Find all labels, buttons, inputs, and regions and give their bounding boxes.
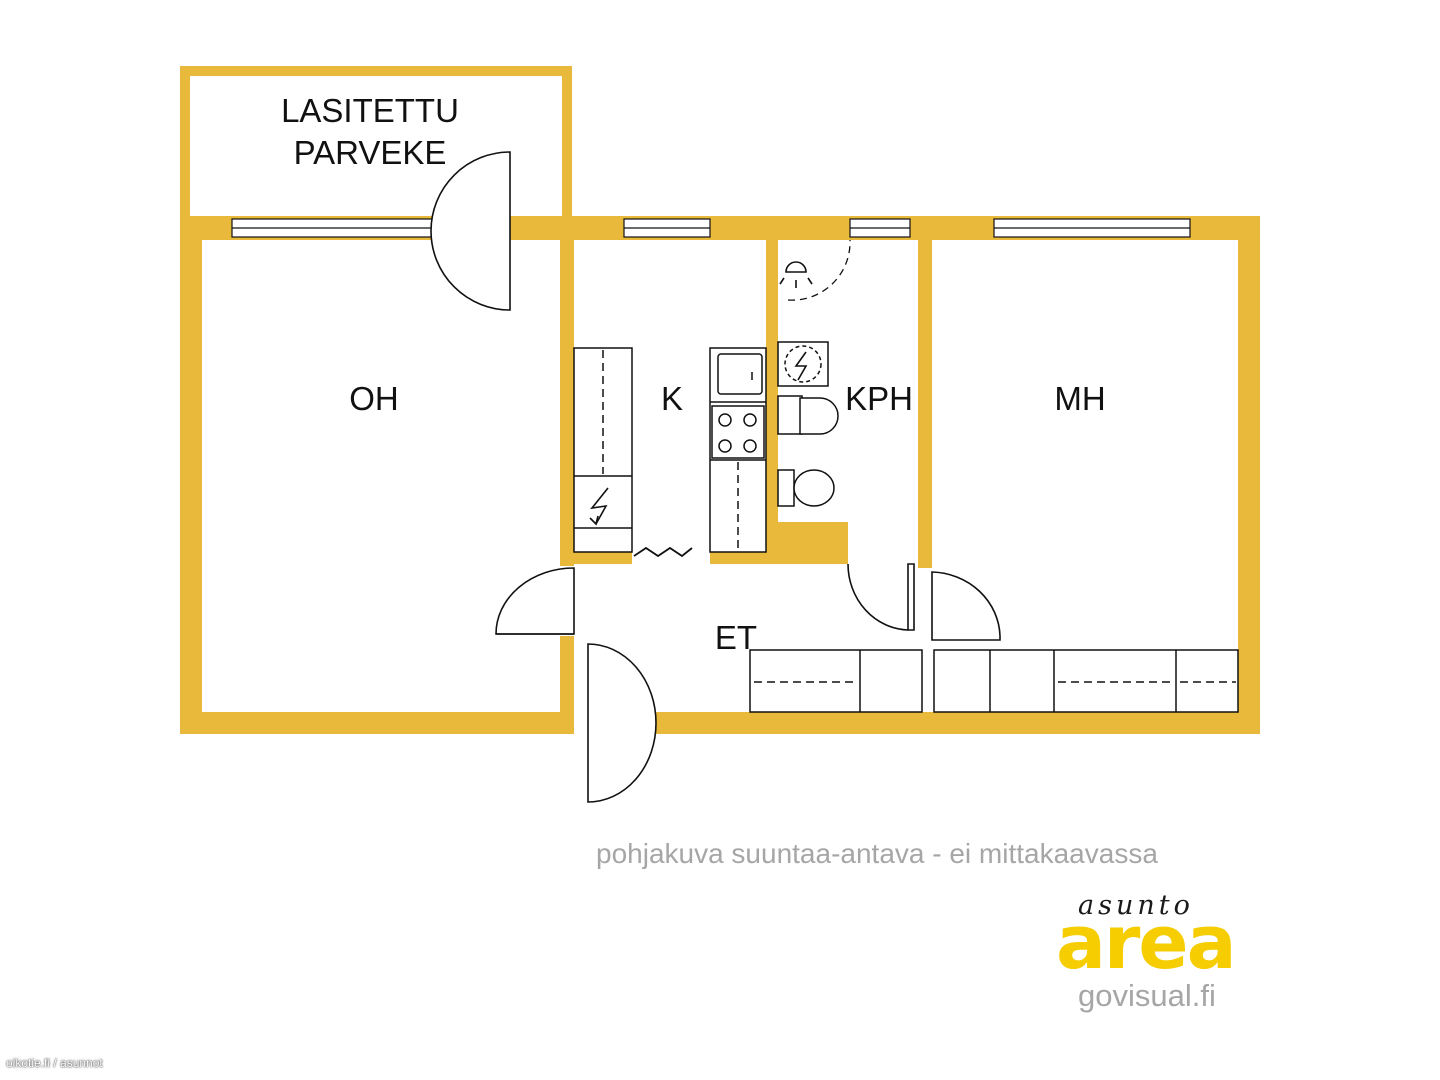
logo-website: govisual.fi bbox=[1078, 978, 1216, 1013]
source-credit: oikotie.fi / asunnot bbox=[6, 1056, 103, 1070]
balcony-label-line2: PARVEKE bbox=[294, 134, 447, 171]
kitchen-label: K bbox=[661, 380, 683, 417]
living-room-door bbox=[495, 567, 575, 635]
balcony-door bbox=[430, 151, 511, 311]
bedroom-door bbox=[931, 571, 1001, 641]
bathroom-sink bbox=[799, 397, 839, 435]
walls bbox=[180, 66, 1260, 734]
hallway-label: ET bbox=[715, 619, 757, 656]
bedroom-label: MH bbox=[1054, 380, 1105, 417]
hallway-cabinet bbox=[749, 649, 923, 713]
radiator-icon bbox=[633, 546, 693, 558]
shower-icon bbox=[785, 261, 807, 273]
bathroom-door bbox=[907, 563, 915, 631]
living-room-label: OH bbox=[349, 380, 399, 417]
shower-swing bbox=[787, 239, 851, 301]
windows bbox=[231, 218, 1191, 238]
entrance-door bbox=[587, 643, 657, 803]
company-logo: asunto area govisual.fi bbox=[1052, 890, 1252, 1020]
balcony-label-line1: LASITETTU bbox=[281, 92, 459, 129]
doors bbox=[430, 151, 1001, 803]
bathroom-label: KPH bbox=[845, 380, 913, 417]
fixtures bbox=[573, 341, 1239, 713]
toilet bbox=[793, 469, 835, 507]
fridge-electric-icon bbox=[590, 487, 609, 525]
scale-note: pohjakuva suuntaa-antava - ei mittakaava… bbox=[596, 838, 1158, 869]
washer-electric-icon bbox=[794, 351, 808, 381]
electric-symbols bbox=[589, 261, 813, 558]
kitchen-sink bbox=[717, 353, 763, 395]
logo-wordmark: area bbox=[1056, 900, 1237, 986]
bedroom-cabinet bbox=[933, 649, 1239, 713]
logo-script-text: asunto bbox=[1078, 890, 1194, 921]
